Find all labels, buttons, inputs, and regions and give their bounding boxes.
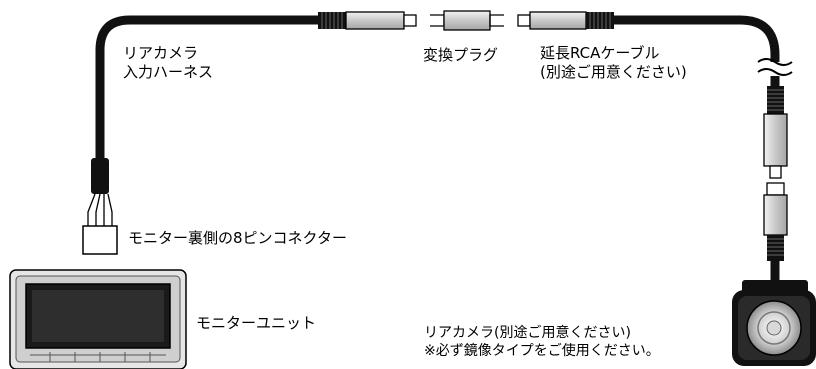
extension-rca-plug xyxy=(517,11,614,30)
extension-cable-top xyxy=(612,15,780,62)
monitor-connector-label: モニター裏側の8ピンコネクター xyxy=(128,229,347,247)
harness-cable xyxy=(95,15,320,160)
conversion-plug xyxy=(430,10,504,31)
rear-camera-harness-line2: 入力ハーネス xyxy=(123,63,214,81)
extension-cable-label: 延長RCAケーブル (別途ご用意ください) xyxy=(540,44,687,82)
monitor-unit-drawing xyxy=(9,269,187,369)
rear-camera-label: リアカメラ(別途ご用意ください) ※必ず鏡像タイプをご使用ください。 xyxy=(424,324,660,360)
monitor-unit-label: モニターユニット xyxy=(196,314,317,332)
cable-break-symbol xyxy=(757,58,793,76)
rear-camera-line2: ※必ず鏡像タイプをご使用ください。 xyxy=(424,343,660,359)
rear-camera-line1: リアカメラ(別途ご用意ください) xyxy=(424,325,631,341)
harness-junction xyxy=(91,158,109,194)
harness-rca-plug xyxy=(318,11,417,30)
rear-camera xyxy=(732,280,816,366)
eight-pin-connector xyxy=(82,225,118,255)
conversion-plug-label: 変換プラグ xyxy=(423,46,499,64)
extension-cable-line1: 延長RCAケーブル xyxy=(540,44,660,62)
rear-camera-harness-label: リアカメラ 入力ハーネス xyxy=(123,44,213,82)
rear-camera-harness-line1: リアカメラ xyxy=(123,44,199,62)
fanout-wires xyxy=(87,193,113,226)
camera-rca-jack xyxy=(763,182,788,261)
extension-bottom-rca-plug xyxy=(763,86,788,179)
extension-cable-line2: (別途ご用意ください) xyxy=(540,63,687,81)
